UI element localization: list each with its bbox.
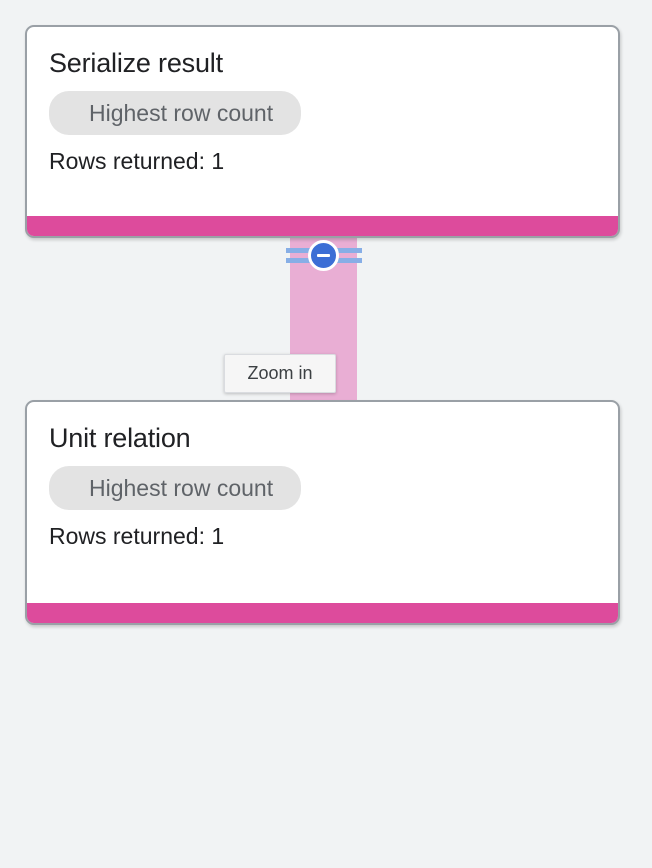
node-accent-bar [27,216,618,236]
node-title: Unit relation [49,423,191,453]
node-card-body: Serialize result Highest row count Rows … [27,27,618,175]
connector-rail-right-top [324,248,362,253]
node-card-serialize-result[interactable]: Serialize result Highest row count Rows … [25,25,620,238]
node-title: Serialize result [49,48,223,78]
node-card-body: Unit relation Highest row count Rows ret… [27,402,618,550]
connector-rail-left-top [286,248,324,253]
node-chip-badge: Highest row count [49,466,302,510]
connector-rail-right-bottom [324,258,362,263]
minus-glyph [317,254,330,257]
node-rows-returned: Rows returned: 1 [49,523,225,549]
node-card-unit-relation[interactable]: Unit relation Highest row count Rows ret… [25,400,620,625]
node-chip-badge: Highest row count [49,91,302,135]
node-rows-returned: Rows returned: 1 [49,148,225,174]
node-accent-bar [27,603,618,623]
connector-rail-left-bottom [286,258,324,263]
tooltip-zoom-in: Zoom in [224,354,336,393]
minus-circle-icon[interactable] [308,240,339,271]
